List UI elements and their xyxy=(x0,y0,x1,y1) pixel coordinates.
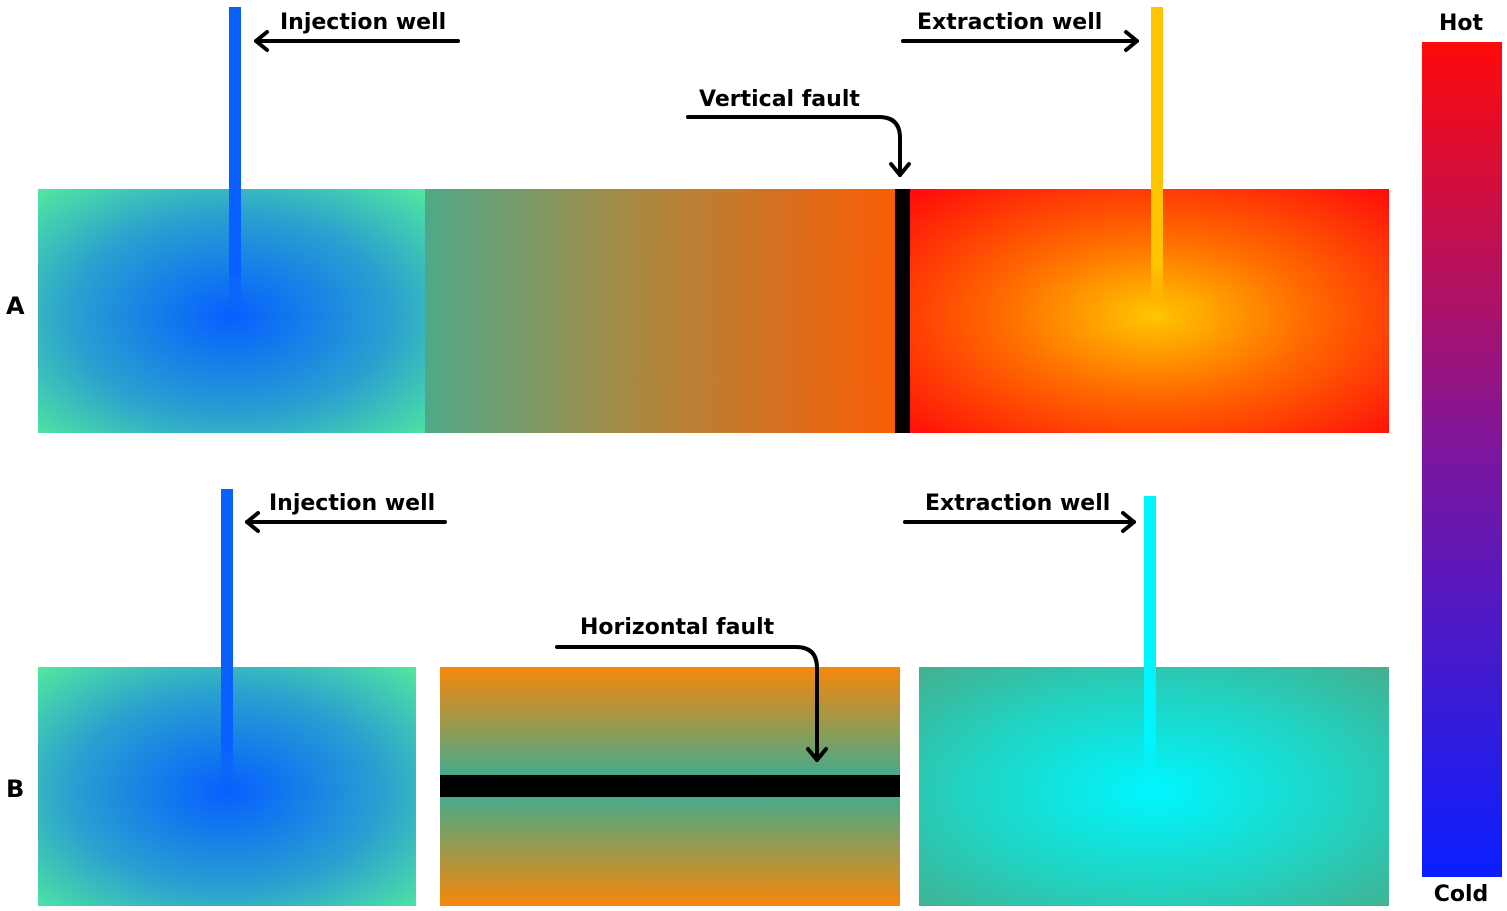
injection-well-a-arrow xyxy=(254,30,460,52)
vertical-fault xyxy=(895,189,910,433)
reservoir-b-middle-zone-upper xyxy=(440,667,900,775)
horizontal-fault-label: Horizontal fault xyxy=(580,615,775,640)
horizontal-fault-arrow xyxy=(555,645,828,762)
vertical-fault-label: Vertical fault xyxy=(699,87,860,112)
scenario-b-label: B xyxy=(6,775,24,803)
injection-well-a xyxy=(229,7,241,320)
vertical-fault-arrow xyxy=(686,115,911,177)
injection-well-a-label: Injection well xyxy=(280,10,446,35)
scenario-a: A Injection well Extraction well Vertica… xyxy=(6,7,1389,433)
extraction-well-a-label: Extraction well xyxy=(917,10,1102,35)
scenario-a-label: A xyxy=(6,292,25,320)
temperature-scale-bar xyxy=(1422,42,1502,877)
reservoir-b-middle-zone-lower xyxy=(440,797,900,906)
extraction-well-a xyxy=(1151,7,1163,310)
scenario-b: B Injection well Extraction well Horizon… xyxy=(6,489,1389,906)
injection-well-b-arrow xyxy=(245,511,447,533)
extraction-well-b-arrow xyxy=(903,511,1136,533)
extraction-well-a-arrow xyxy=(901,30,1139,52)
reservoir-a-extraction-zone xyxy=(910,189,1389,433)
scale-cold-label: Cold xyxy=(1434,882,1489,907)
temperature-scale: Hot Cold xyxy=(1422,11,1502,907)
injection-well-b-label: Injection well xyxy=(269,491,435,516)
scale-hot-label: Hot xyxy=(1439,11,1484,36)
extraction-well-b xyxy=(1144,496,1156,788)
extraction-well-b-label: Extraction well xyxy=(925,491,1110,516)
horizontal-fault xyxy=(440,775,900,797)
injection-well-b xyxy=(221,489,233,794)
reservoir-a-middle-zone xyxy=(425,189,895,433)
